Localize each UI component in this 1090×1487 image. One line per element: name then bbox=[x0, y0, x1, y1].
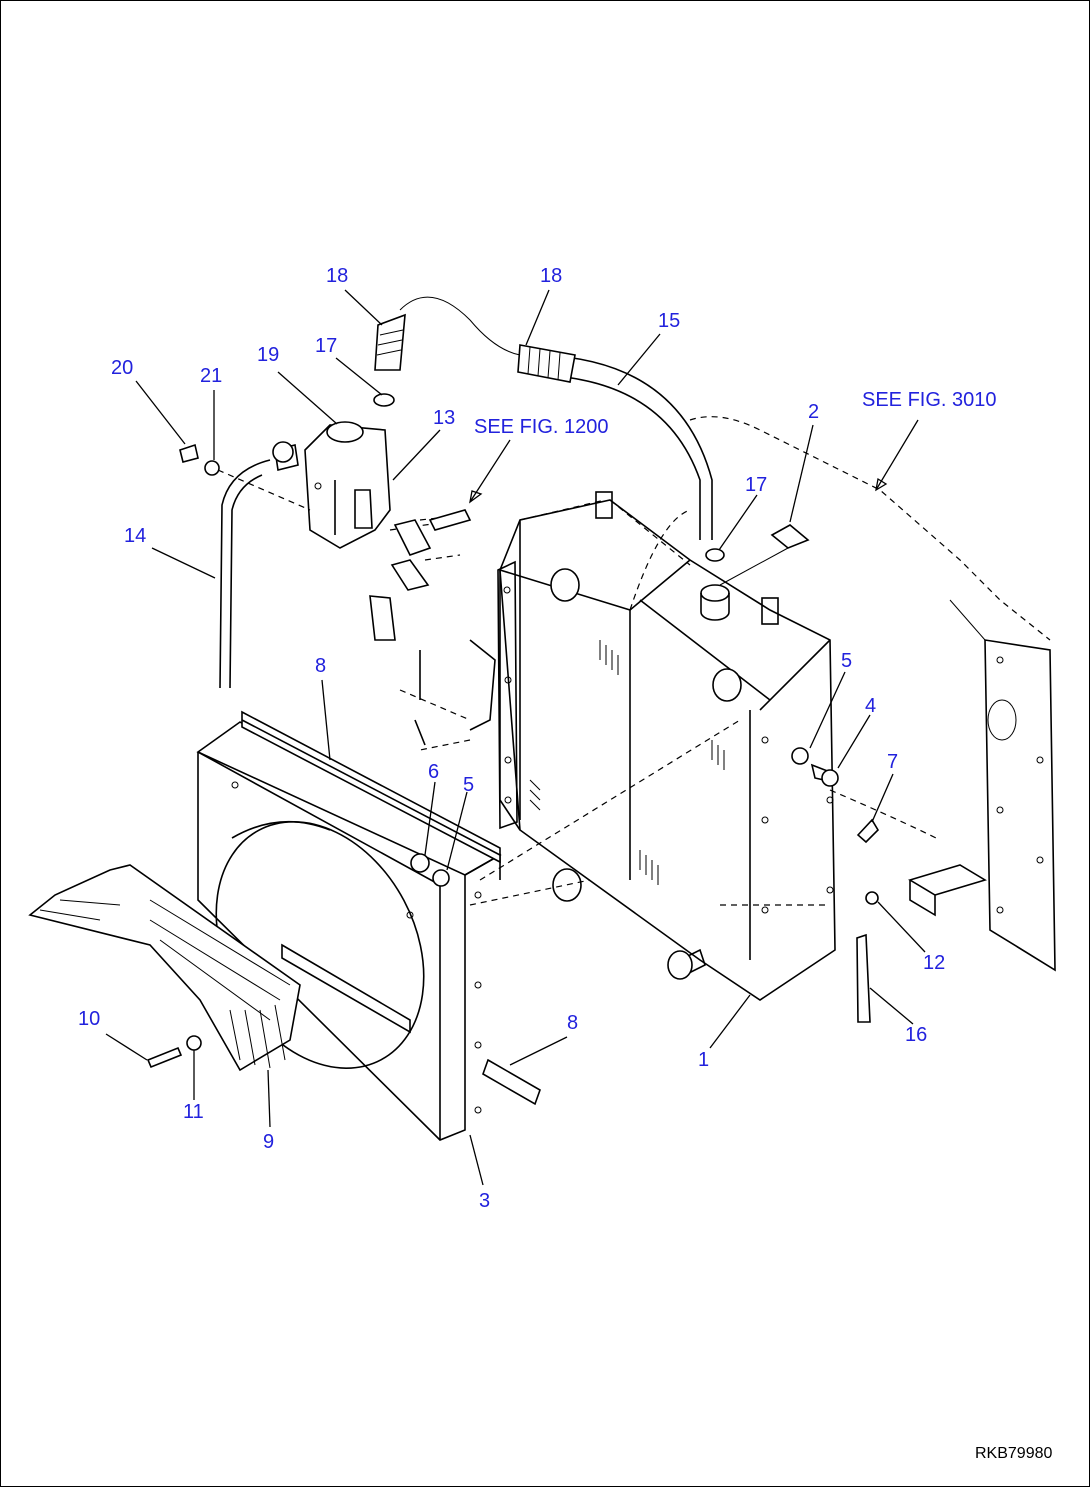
callout-18-left: 18 bbox=[326, 265, 348, 287]
bracket bbox=[369, 595, 496, 751]
callout-16: 16 bbox=[905, 1024, 927, 1046]
callout-18-right: 18 bbox=[540, 265, 562, 287]
callout-20: 20 bbox=[111, 357, 133, 379]
callout-10: 10 bbox=[78, 1008, 100, 1030]
callout-15: 15 bbox=[658, 310, 680, 332]
callout-1: 1 bbox=[698, 1049, 709, 1071]
figure-id: RKB79980 bbox=[975, 1445, 1052, 1462]
callouts: 1 2 3 4 5 5 6 7 8 8 9 10 11 12 13 14 15 … bbox=[78, 265, 945, 1212]
callout-8-top: 8 bbox=[315, 655, 326, 677]
small-parts bbox=[146, 393, 880, 1069]
callout-17-left: 17 bbox=[315, 335, 337, 357]
reserve-tank bbox=[304, 421, 472, 591]
fan-guard bbox=[28, 864, 301, 1072]
callout-2: 2 bbox=[808, 401, 819, 423]
reference-fig-3010[interactable]: SEE FIG. 3010 bbox=[862, 389, 997, 411]
callout-21: 21 bbox=[200, 365, 222, 387]
callout-11: 11 bbox=[183, 1101, 204, 1123]
callout-17-right: 17 bbox=[745, 474, 767, 496]
callout-4: 4 bbox=[865, 695, 876, 717]
callout-3: 3 bbox=[479, 1190, 490, 1212]
fan-shroud bbox=[196, 710, 541, 1141]
callout-12: 12 bbox=[923, 952, 945, 974]
radiator bbox=[469, 491, 836, 1001]
callout-5-shroud: 5 bbox=[463, 774, 474, 796]
callout-14: 14 bbox=[124, 525, 146, 547]
leader-lines bbox=[105, 289, 926, 1186]
callout-7: 7 bbox=[887, 751, 898, 773]
callout-5-right: 5 bbox=[841, 650, 852, 672]
references: SEE FIG. 1200 SEE FIG. 3010 bbox=[474, 389, 997, 438]
callout-8-bottom: 8 bbox=[567, 1012, 578, 1034]
callout-13: 13 bbox=[433, 407, 455, 429]
chassis-plate bbox=[689, 416, 1056, 972]
callout-19: 19 bbox=[257, 344, 279, 366]
hoses bbox=[179, 296, 871, 1023]
reference-fig-1200[interactable]: SEE FIG. 1200 bbox=[474, 416, 609, 438]
callout-9: 9 bbox=[263, 1131, 274, 1153]
callout-6: 6 bbox=[428, 761, 439, 783]
